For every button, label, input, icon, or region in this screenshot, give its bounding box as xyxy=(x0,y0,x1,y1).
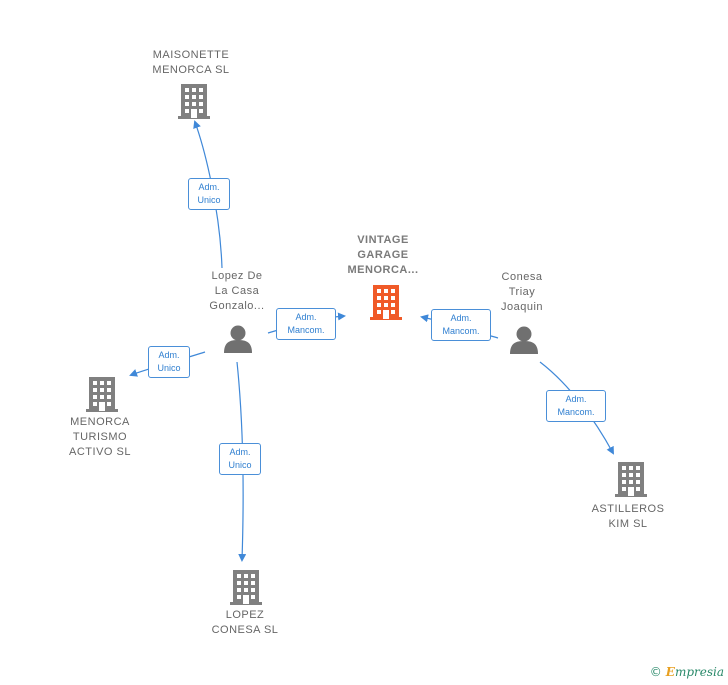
edge-label-conesa-astilleros: Adm. Mancom. xyxy=(546,390,606,422)
astilleros-building-icon[interactable] xyxy=(615,462,647,497)
astilleros-label[interactable]: ASTILLEROS KIM SL xyxy=(591,503,665,530)
brand-name: mpresia xyxy=(674,665,724,679)
brand-initial: E xyxy=(665,665,675,679)
conesa-person-icon[interactable] xyxy=(510,326,538,355)
lopez-person-label[interactable]: Lopez De La Casa Gonzalo... xyxy=(209,270,265,312)
lopez-conesa-building-icon[interactable] xyxy=(230,570,262,605)
empresia-logo: ©Empresia xyxy=(650,665,724,679)
conesa-person-label[interactable]: Conesa Triay Joaquin xyxy=(500,271,544,313)
edge-label-conesa-vintage: Adm. Mancom. xyxy=(431,309,491,341)
edge-label-lopez-maisonette: Adm. Unico xyxy=(188,178,230,210)
copyright-symbol: © xyxy=(649,665,662,679)
lopez-person-icon[interactable] xyxy=(224,325,252,354)
edge-label-lopez-menorca: Adm. Unico xyxy=(148,346,190,378)
menorca-turismo-label[interactable]: MENORCA TURISMO ACTIVO SL xyxy=(69,416,131,458)
vintage-label[interactable]: VINTAGE GARAGE MENORCA... xyxy=(347,234,419,276)
edge-label-lopez-lopezconesa: Adm. Unico xyxy=(219,443,261,475)
maisonette-label[interactable]: MAISONETTE MENORCA SL xyxy=(152,49,230,76)
vintage-building-icon[interactable] xyxy=(370,285,402,320)
menorca-turismo-building-icon[interactable] xyxy=(86,377,118,412)
maisonette-building-icon[interactable] xyxy=(178,84,210,119)
lopez-conesa-label[interactable]: LOPEZ CONESA SL xyxy=(211,609,279,636)
edge-label-lopez-vintage: Adm. Mancom. xyxy=(276,308,336,340)
